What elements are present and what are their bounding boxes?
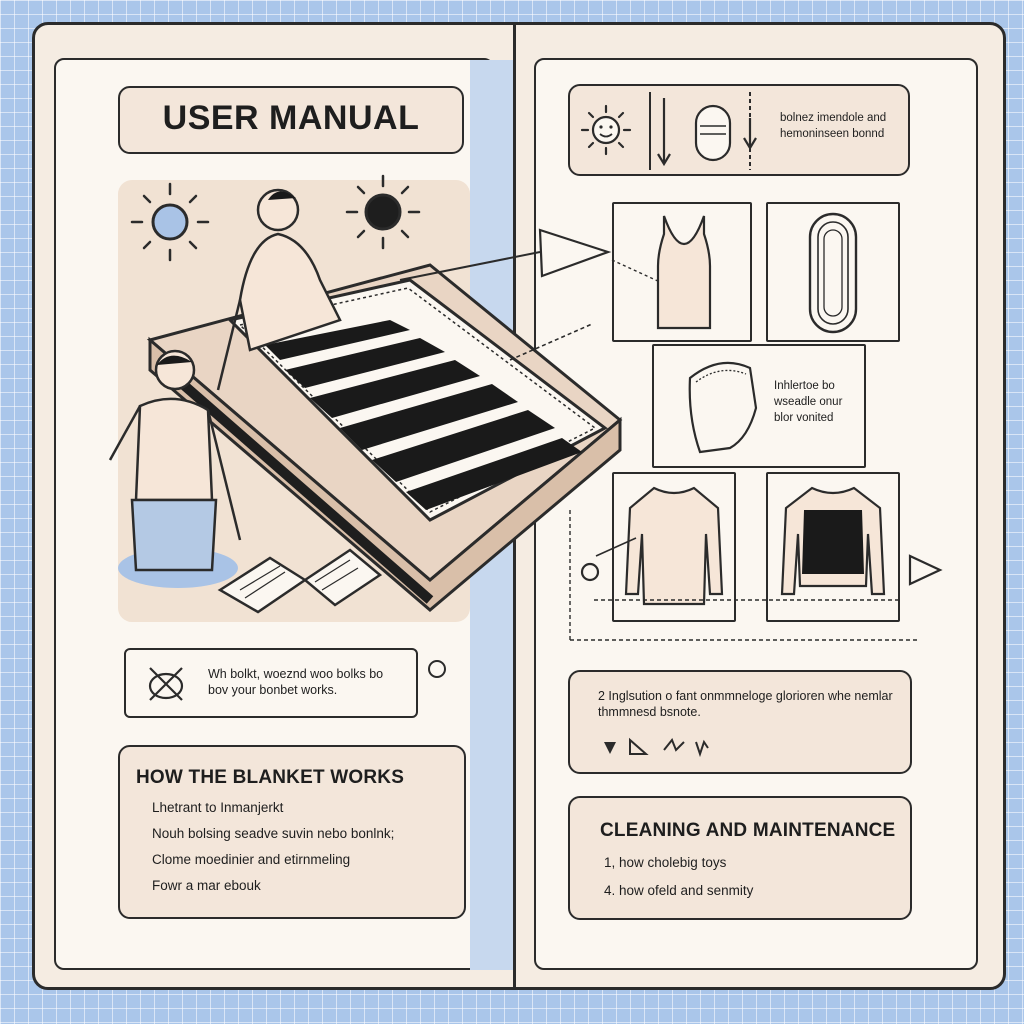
care-symbols xyxy=(600,736,740,760)
black-top-panel xyxy=(766,472,900,622)
cleaning-box: CLEANING AND MAINTENANCE 1, how cholebig… xyxy=(568,796,912,920)
symbols-note: bolnez imendole and hemoninseen bonnd xyxy=(780,112,887,140)
wash-panel: Inhlertoe bo wseadle onur blor vonited xyxy=(652,344,866,468)
long-sleeve-panel xyxy=(612,472,736,622)
cleaning-heading: CLEANING AND MAINTENANCE xyxy=(600,820,896,841)
cleaning-item: 1, how cholebig toys xyxy=(604,855,727,870)
wash-note: Inhlertoe bo wseadle onur blor vonited xyxy=(774,380,843,424)
callout-note: Wh bolkt, woeznd woo bolks bo bov your b… xyxy=(124,648,418,718)
how-it-works-item: Nouh bolsing seadve suvin nebo bonlnk; xyxy=(152,826,395,841)
cleaning-item: 4. how ofeld and senmity xyxy=(604,883,754,898)
how-it-works-item: Clome moedinier and etirnmeling xyxy=(152,852,351,867)
symbol-row xyxy=(638,88,778,174)
folded-item-panel xyxy=(766,202,900,342)
how-it-works-item: Lhetrant to Inmanjerkt xyxy=(152,800,284,815)
callout-circle-icon xyxy=(428,660,446,678)
callout-text: Wh bolkt, woeznd woo bolks bo bov your b… xyxy=(208,667,384,697)
sun-cool-icon xyxy=(130,182,210,262)
how-it-works-item: Fowr a mar ebouk xyxy=(152,878,261,893)
how-it-works-box: HOW THE BLANKET WORKS Lhetrant to Inmanj… xyxy=(118,745,466,919)
connector-arrows xyxy=(380,220,960,660)
tank-top-panel xyxy=(612,202,752,342)
sun-hot-icon xyxy=(345,174,421,250)
blanket-illustration xyxy=(100,170,630,640)
sun-face-icon xyxy=(578,102,634,158)
symbols-box: bolnez imendole and hemoninseen bonnd xyxy=(568,84,910,176)
title-banner: USER MANUAL xyxy=(118,86,464,154)
how-it-works-heading: HOW THE BLANKET WORKS xyxy=(136,767,405,788)
page-title: USER MANUAL xyxy=(162,99,420,137)
open-book-icon xyxy=(217,548,383,614)
no-wash-icon xyxy=(144,664,188,704)
instruction-note-box: 2 Inglsution o fant onmmneloge glorioren… xyxy=(568,670,912,774)
instruction-note: 2 Inglsution o fant onmmneloge glorioren… xyxy=(598,689,893,719)
